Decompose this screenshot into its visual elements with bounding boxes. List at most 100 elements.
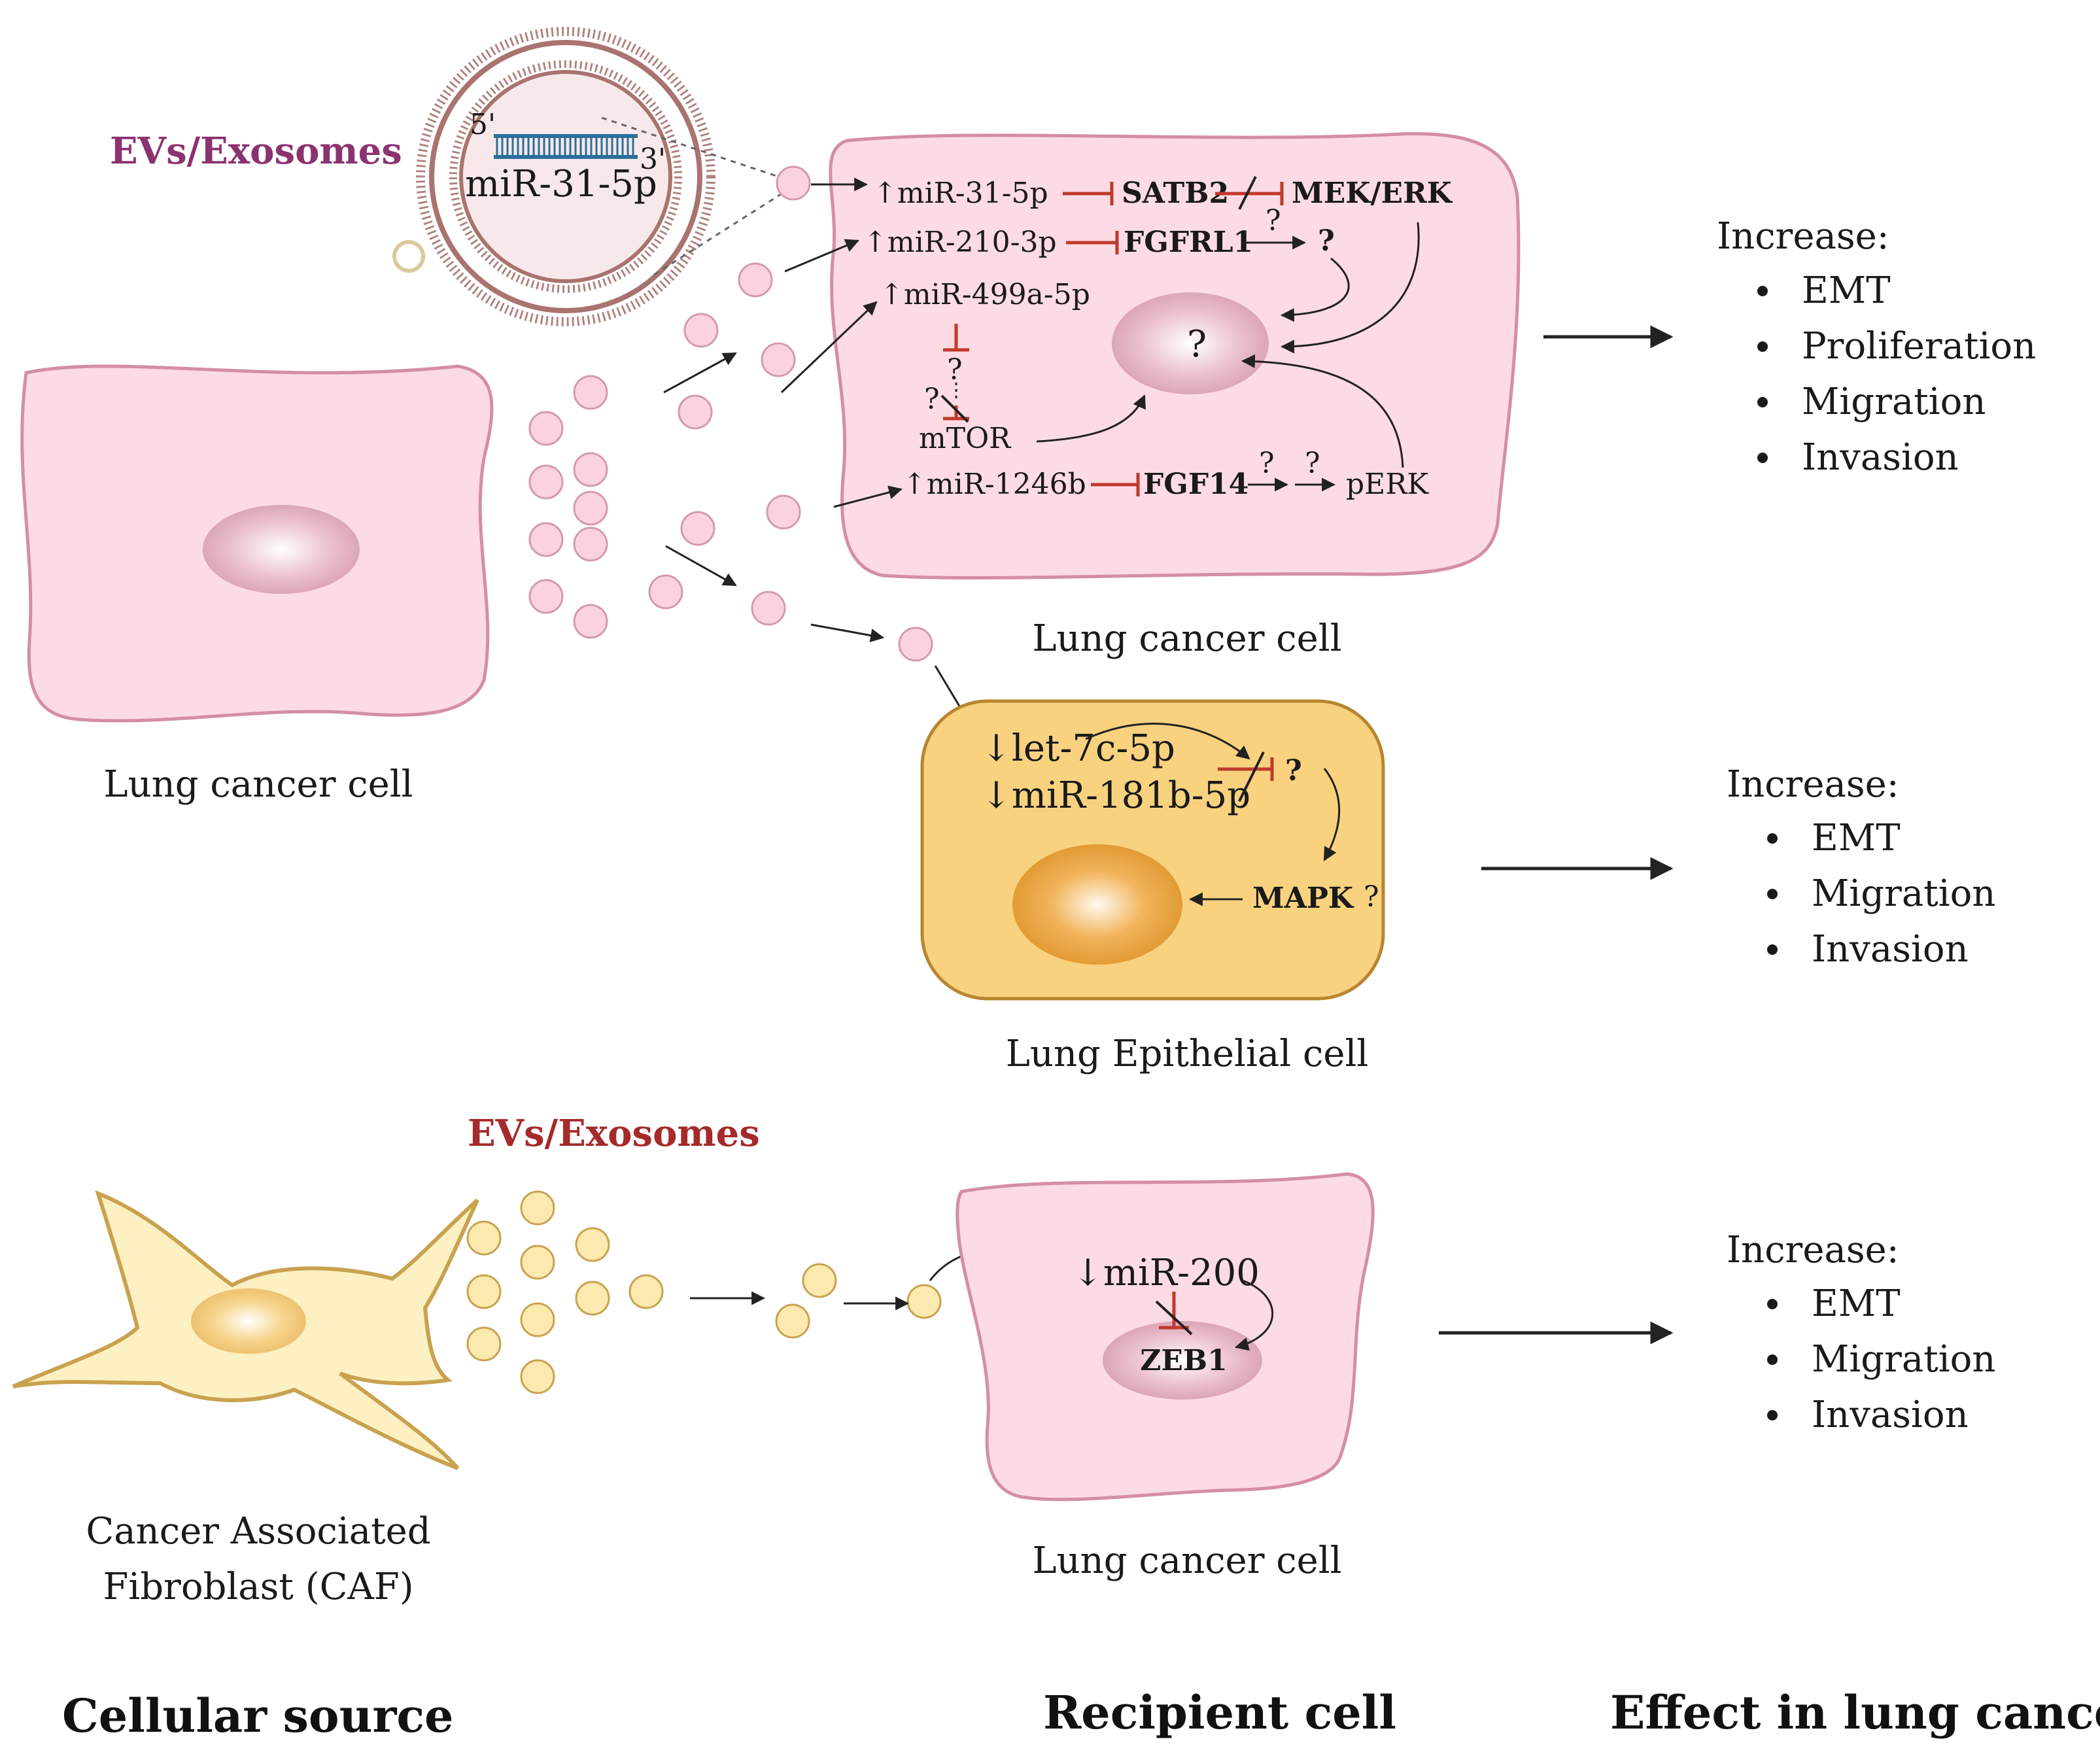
pink-exosome <box>680 511 715 546</box>
pink-exosome <box>573 375 608 410</box>
exosome-flow-arrow <box>663 352 737 394</box>
pink-exosome <box>738 262 773 298</box>
yellow-exosome <box>466 1220 502 1256</box>
footer-effect: Effect in lung cancer <box>1610 1685 2100 1740</box>
middle-effect-item: EMT <box>1812 817 1901 859</box>
mtor-label: mTOR <box>919 422 1012 455</box>
exosome-flow-arrow <box>665 545 737 587</box>
mir499-question-lower: ? <box>924 383 940 416</box>
arrow-mekerk-to-nucleus <box>1280 222 1420 354</box>
fgf14-question-1: ? <box>1259 447 1275 480</box>
small-exosome <box>392 240 425 273</box>
footer-cellular-source: Cellular source <box>62 1689 454 1743</box>
bottom-effect-bullet-icon <box>1767 1410 1778 1420</box>
pink-exosome <box>678 394 713 430</box>
three-prime-label: 3' <box>640 143 666 176</box>
yellow-exosome <box>802 1263 837 1298</box>
bottom-recipient-label: Lung cancer cell <box>1032 1540 1341 1582</box>
mir499-label: ↑miR-499a-5p <box>880 278 1090 311</box>
satb2-label: SATB2 <box>1122 177 1229 210</box>
mir1246-label: ↑miR-1246b <box>903 468 1086 501</box>
pink-exosome-group <box>528 165 933 662</box>
inhibit-mirna-target-blocked <box>1218 751 1274 802</box>
bottom-effect-bullet-icon <box>1767 1354 1778 1365</box>
exosome-inset: 5' 3' miR-31-5p <box>416 27 715 326</box>
pink-exosome <box>776 165 811 201</box>
pink-exosome <box>751 591 786 626</box>
yellow-exosome <box>520 1359 555 1394</box>
yellow-exosome <box>466 1326 502 1362</box>
perk-label: pERK <box>1346 468 1429 501</box>
inhibit-mir499-down <box>943 324 969 352</box>
bottom-effect-bullet-icon <box>1767 1299 1778 1309</box>
exosome-flow-arrow <box>810 623 885 642</box>
yellow-exosome <box>628 1274 664 1309</box>
pink-exosome <box>573 452 608 487</box>
pink-exosome <box>528 411 564 446</box>
yellow-exosome <box>466 1274 502 1309</box>
arrow-to-mir210 <box>784 239 859 273</box>
yellow-exosome-group <box>466 1190 942 1394</box>
yellow-exosome <box>520 1302 555 1337</box>
middle-effect-title: Increase: <box>1727 763 1899 806</box>
inhibit-mir210-fgfrl1 <box>1066 231 1119 254</box>
inhibit-mir31-satb2 <box>1063 182 1114 205</box>
arrow-mir200-to-zeb1 <box>1234 1279 1274 1351</box>
pink-exosome <box>573 604 608 639</box>
top-effect-item: Invasion <box>1802 436 1959 479</box>
middle-effect-item: Invasion <box>1812 928 1969 971</box>
mir200-label: ↓miR-200 <box>1073 1252 1260 1294</box>
inhibit-mir1246-fgf14 <box>1091 473 1140 496</box>
pink-exosome <box>573 526 608 562</box>
epithelial-label: Lung Epithelial cell <box>1006 1033 1369 1075</box>
top-effect-item: Migration <box>1802 381 1986 423</box>
arrow-q-to-mapk <box>1323 768 1341 861</box>
pink-exosome <box>573 491 608 526</box>
nucleus-question-mark: ? <box>1187 323 1207 366</box>
pink-exosome <box>898 627 933 662</box>
arrow-to-mir499 <box>780 301 878 394</box>
top-effect-title: Increase: <box>1717 215 1889 258</box>
yellow-exosome <box>520 1245 555 1280</box>
five-prime-label: 5' <box>470 108 496 141</box>
yellow-exosome <box>520 1190 555 1226</box>
pink-exosome <box>528 579 564 614</box>
arrow-to-mir1246 <box>833 485 903 508</box>
epithelial-target-question: ? <box>1285 754 1302 787</box>
mir31-label: ↑miR-31-5p <box>873 177 1048 210</box>
mekerk-label: MEK/ERK <box>1292 177 1453 210</box>
bottom-effect-item: EMT <box>1812 1283 1901 1325</box>
top-effect-bullet-icon <box>1757 453 1768 463</box>
source-cell-nucleus <box>203 505 360 594</box>
arrow-mtor-to-nucleus <box>1036 394 1146 443</box>
top-effect-bullet-icon <box>1757 341 1768 352</box>
middle-effect-bullet-icon <box>1767 889 1778 899</box>
top-effect-bullet-icon <box>1757 286 1768 296</box>
mir210-label: ↑miR-210-3p <box>863 226 1057 259</box>
inhibit-satb2-mekerk-blocked <box>1215 176 1284 210</box>
bottom-ev-label: EVs/Exosomes <box>468 1112 760 1155</box>
recipient-top-label: Lung cancer cell <box>1032 617 1341 660</box>
yellow-exosome <box>575 1227 610 1262</box>
bottom-effect-title: Increase: <box>1727 1229 1899 1271</box>
pink-exosome <box>766 494 801 530</box>
arrow-q-to-nucleus <box>1280 257 1350 322</box>
yellow-exosome <box>775 1303 810 1339</box>
yellow-exosome <box>575 1281 610 1316</box>
epithelial-nucleus <box>1012 844 1182 965</box>
pink-exosome <box>528 464 564 500</box>
middle-effect-bullet-icon <box>1767 944 1778 955</box>
mir181b-label: ↓miR-181b-5p <box>981 774 1250 817</box>
pink-exosome <box>683 313 719 348</box>
fgfrl1-label: FGFRL1 <box>1124 226 1253 259</box>
mapk-question: ? <box>1364 880 1379 914</box>
arrow-perk-to-nucleus <box>1241 354 1404 468</box>
mirna-duplex-icon <box>494 134 638 159</box>
mapk-label: MAPK <box>1252 882 1354 915</box>
footer-recipient-cell: Recipient cell <box>1043 1685 1396 1740</box>
recipient-top-nucleus <box>1112 292 1269 394</box>
zeb1-label: ZEB1 <box>1140 1344 1227 1377</box>
